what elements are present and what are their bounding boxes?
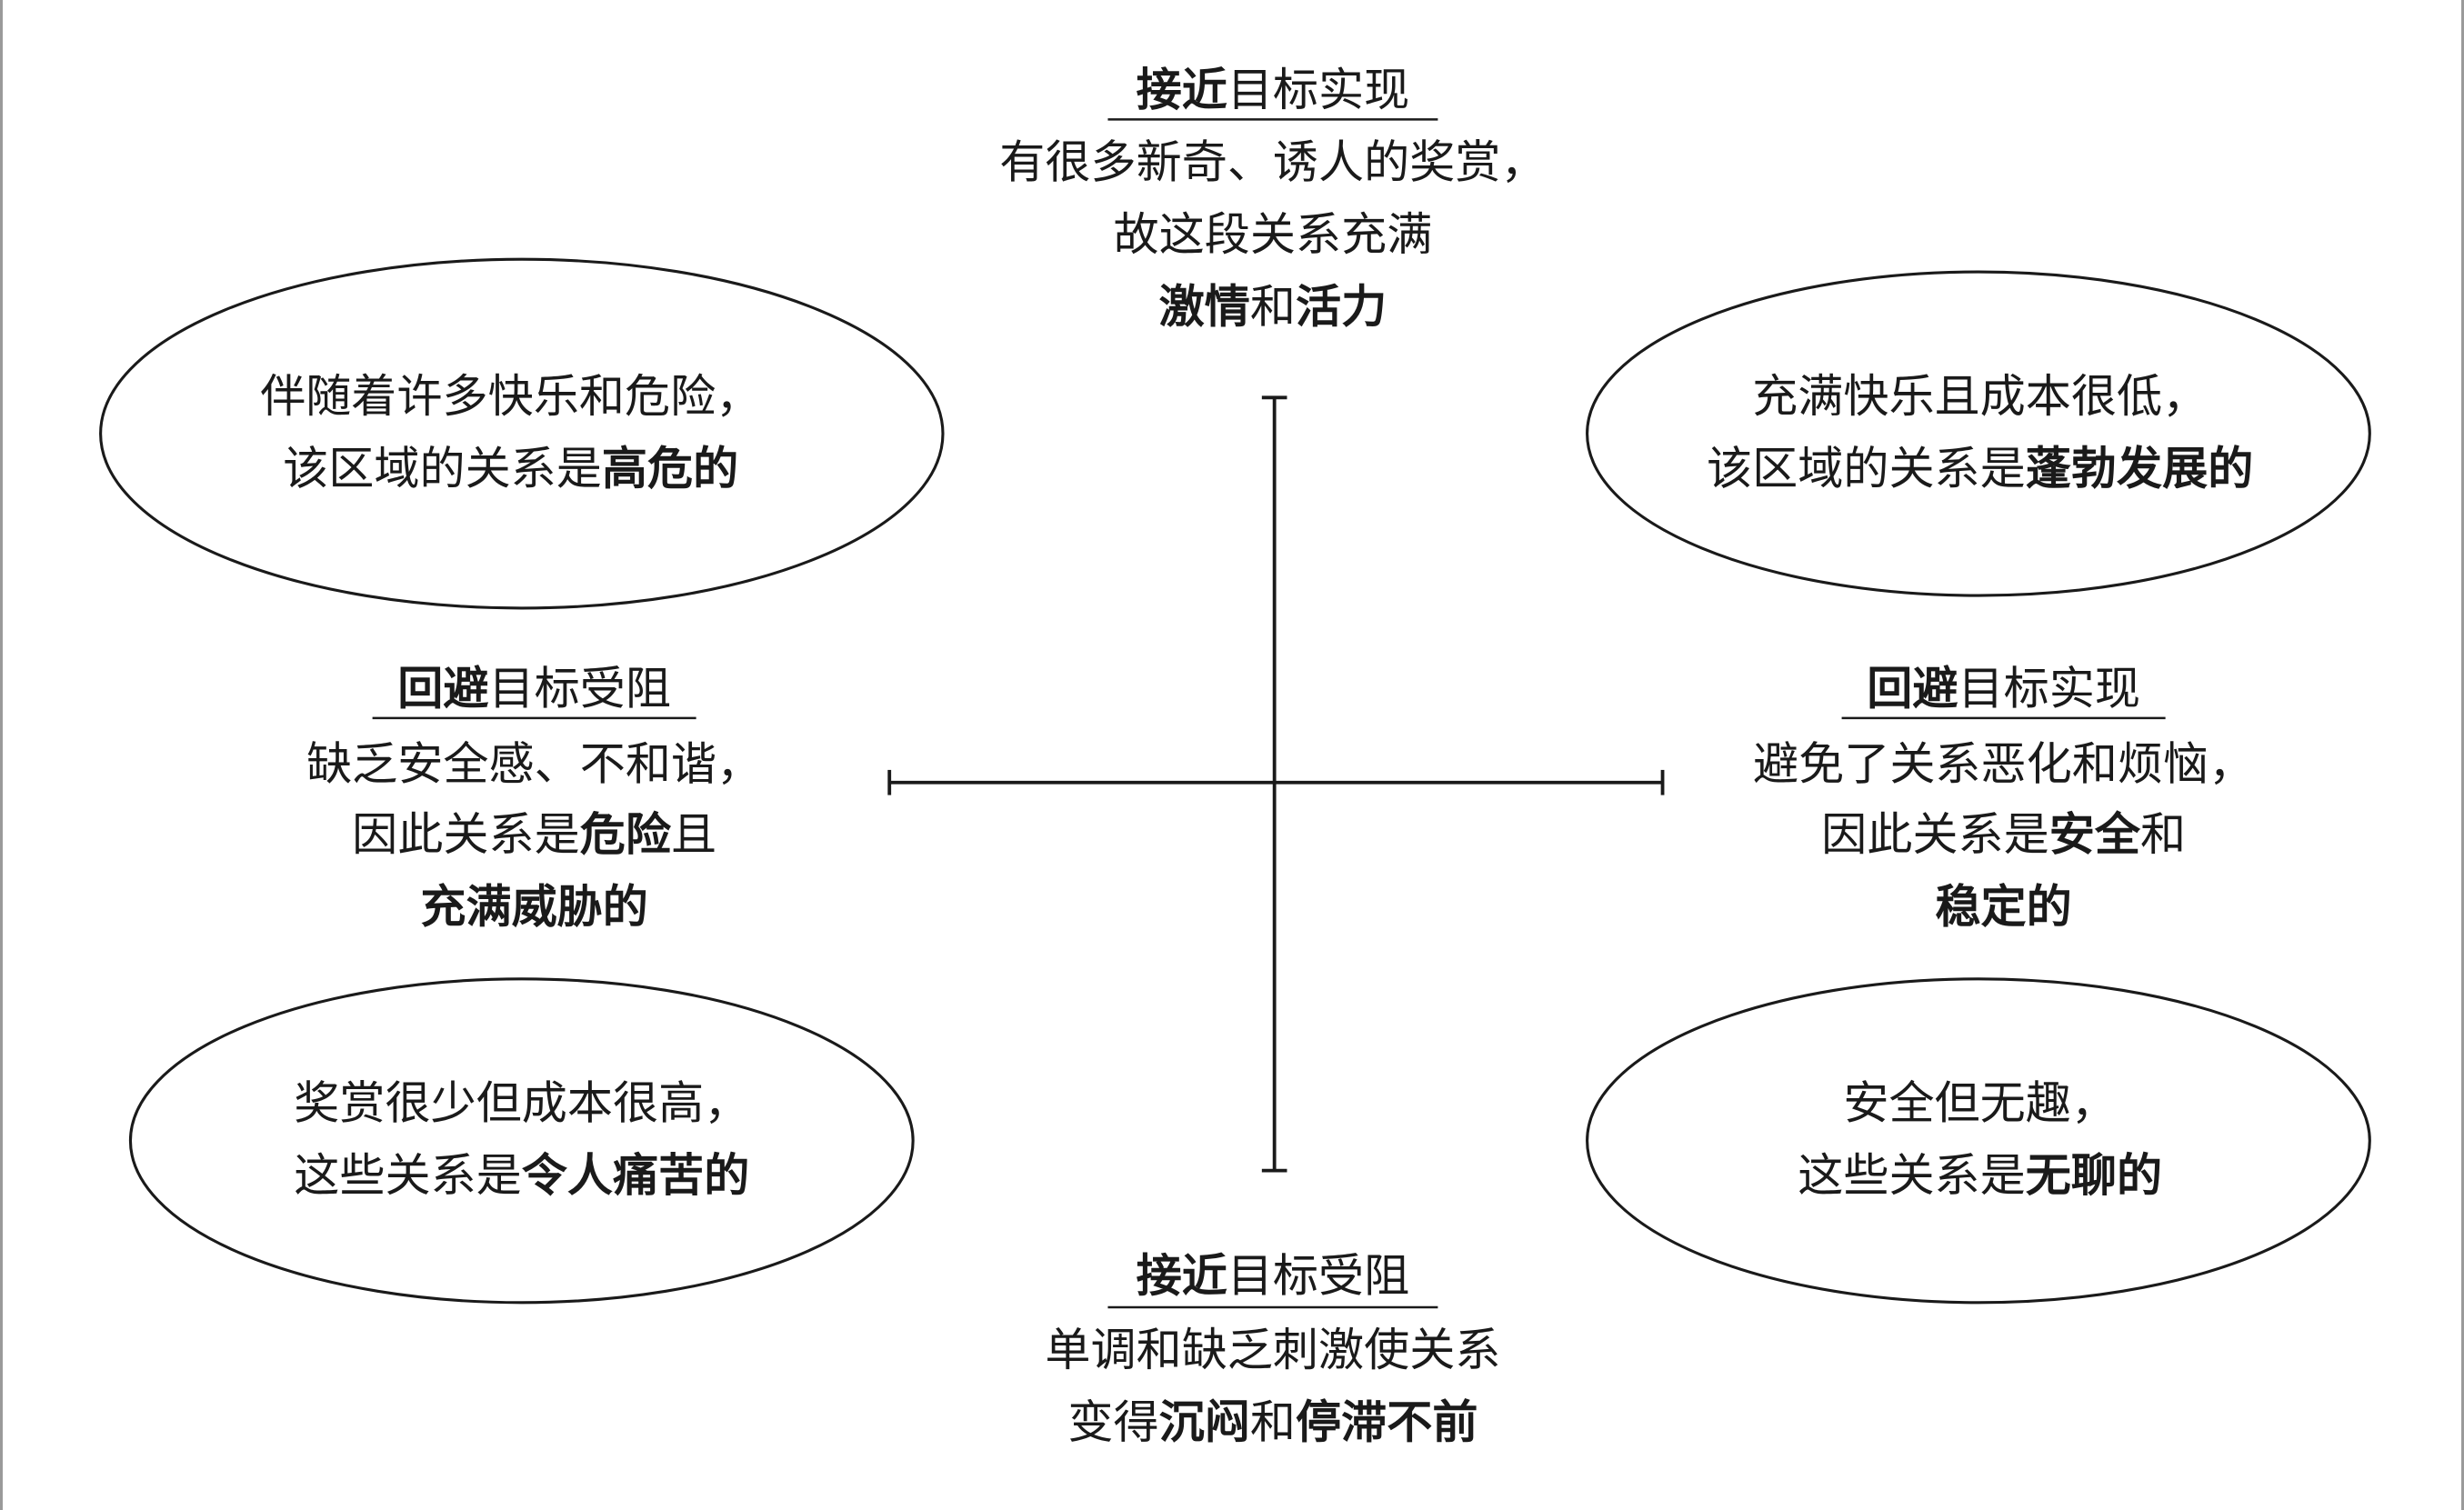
text-segment: 避免了关系恶化和烦恼，	[1753, 736, 2254, 790]
text-segment: 该区域的关系是	[1707, 441, 2026, 495]
bold-text-segment: 无聊的	[2026, 1148, 2162, 1202]
bold-text-segment: 危险	[580, 807, 672, 861]
bottom-line: 单调和缺乏刺激使关系	[1045, 1323, 1500, 1376]
ellipse-br-line: 安全但无趣，	[1843, 1076, 2117, 1130]
ellipse-br-line: 这些关系是无聊的	[1798, 1148, 2162, 1202]
text-segment: 因此关系是	[1821, 807, 2049, 861]
bold-text-segment: 停滞不前	[1296, 1395, 1477, 1448]
text-segment: 因此关系是	[352, 807, 580, 861]
text-segment: 和	[1250, 1395, 1296, 1448]
text-segment: 充满快乐且成本很低，	[1752, 369, 2208, 423]
ellipse-top-right	[1586, 270, 2371, 597]
text-segment: 目标实现	[1227, 63, 1409, 116]
ellipse-bl-line: 这些关系是令人痛苦的	[294, 1148, 749, 1202]
ellipse-top-left	[99, 257, 945, 610]
left-line: 充满威胁的	[420, 880, 648, 934]
text-segment: 单调和缺乏刺激使关系	[1045, 1323, 1500, 1376]
left-heading: 回避目标受阻	[397, 661, 671, 715]
text-segment: 和	[2140, 807, 2186, 861]
text-segment: 奖赏很少但成本很高，	[294, 1076, 749, 1130]
bold-text-segment: 令人痛苦的	[522, 1148, 750, 1202]
bold-text-segment: 激情	[1159, 279, 1250, 333]
text-segment: 目标受阻	[489, 661, 671, 715]
text-segment: 和	[1250, 279, 1296, 333]
bottom-line: 变得沉闷和停滞不前	[1067, 1395, 1477, 1448]
bold-text-segment: 安全	[2049, 807, 2141, 861]
bottom-heading: 接近目标受阻	[1137, 1249, 1410, 1303]
text-segment: 安全但无趣，	[1843, 1076, 2117, 1130]
bold-text-segment: 稳定的	[1935, 880, 2071, 934]
bold-text-segment: 回避	[397, 661, 488, 715]
text-segment: 该区域的关系是	[283, 441, 602, 495]
top-line: 激情和活力	[1159, 279, 1387, 333]
text-segment: 有很多新奇、诱人的奖赏，	[999, 135, 1546, 188]
bold-text-segment: 沉闷	[1159, 1395, 1250, 1448]
ellipse-bl-line: 奖赏很少但成本很高，	[294, 1076, 749, 1130]
bold-text-segment: 活力	[1296, 279, 1387, 333]
right-line: 避免了关系恶化和烦恼，	[1753, 736, 2254, 790]
text-segment: 目标实现	[1958, 661, 2139, 715]
text-segment: 伴随着许多快乐和危险，	[260, 369, 761, 423]
text-segment: 目标受阻	[1227, 1249, 1409, 1303]
ellipse-bottom-right	[1586, 977, 2371, 1305]
right-line: 因此关系是安全和	[1821, 807, 2186, 861]
text-segment: 这些关系是	[1798, 1148, 2026, 1202]
ellipse-tr-line: 该区域的关系是蓬勃发展的	[1707, 441, 2253, 495]
text-segment: 故这段关系充满	[1114, 207, 1433, 261]
left-line: 缺乏安全感、不和谐，	[306, 736, 762, 790]
text-segment: 这些关系是	[294, 1148, 522, 1202]
top-line: 故这段关系充满	[1114, 207, 1433, 261]
right-heading: 回避目标实现	[1867, 661, 2140, 715]
ellipse-tl-line: 伴随着许多快乐和危险，	[260, 369, 761, 423]
bold-text-segment: 高危的	[602, 441, 738, 495]
bold-text-segment: 接近	[1137, 63, 1227, 116]
bold-text-segment: 接近	[1137, 1249, 1227, 1303]
text-segment: 且	[671, 807, 716, 861]
bold-text-segment: 蓬勃发展的	[2026, 441, 2254, 495]
bold-text-segment: 充满威胁的	[420, 880, 648, 934]
ellipse-tr-line: 充满快乐且成本很低，	[1752, 369, 2208, 423]
right-line: 稳定的	[1935, 880, 2071, 934]
bold-text-segment: 回避	[1867, 661, 1958, 715]
text-segment: 变得	[1067, 1395, 1158, 1448]
top-heading: 接近目标实现	[1137, 63, 1410, 116]
ellipse-tl-line: 该区域的关系是高危的	[283, 441, 738, 495]
top-line: 有很多新奇、诱人的奖赏，	[999, 135, 1546, 188]
text-segment: 缺乏安全感、不和谐，	[306, 736, 762, 790]
left-line: 因此关系是危险且	[352, 807, 716, 861]
ellipse-bottom-left	[128, 977, 915, 1305]
horizontal-axis	[887, 769, 1665, 795]
